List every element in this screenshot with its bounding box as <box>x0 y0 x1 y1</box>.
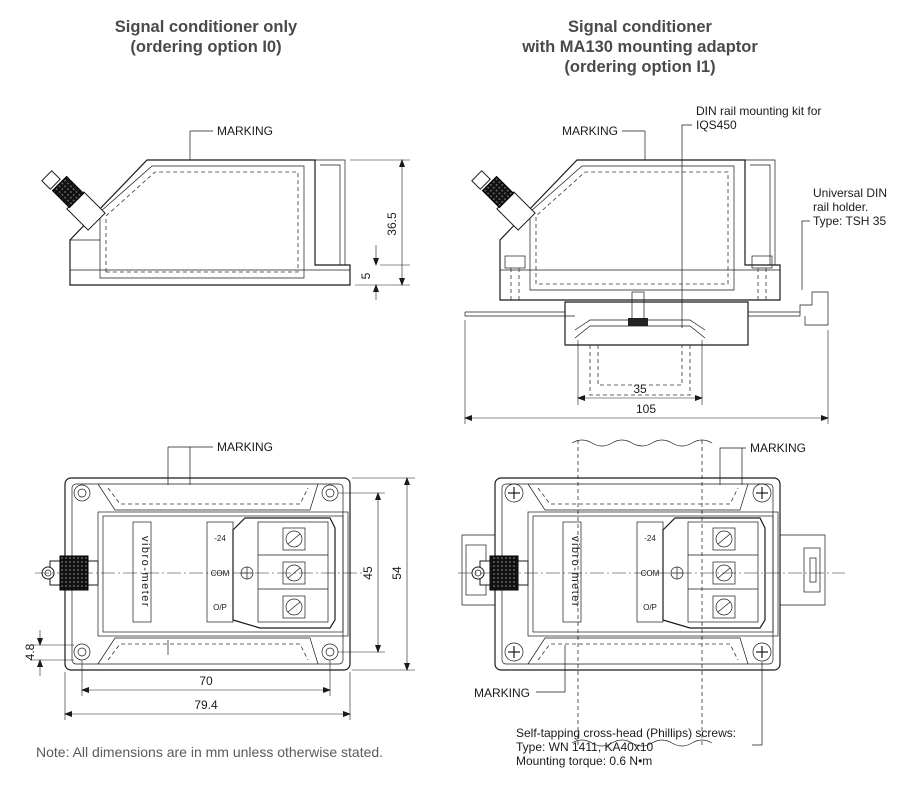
mount-hole-tl <box>73 484 91 502</box>
brand-label-left: vibro-meter <box>139 536 151 608</box>
mount-hole-br <box>321 643 339 661</box>
mount-hole-bl <box>73 643 91 661</box>
holder-label-line1: Universal DIN <box>813 186 887 200</box>
brand-label-right: vibro-meter <box>569 536 581 608</box>
left-title-line2: (ordering option I0) <box>130 38 281 56</box>
terminal-label-2: COM <box>211 569 230 578</box>
terminal-screw-1 <box>282 527 306 551</box>
terminal-screw-3 <box>282 595 306 619</box>
dim-rail: 35 <box>633 382 647 396</box>
marking-label-plan-left: MARKING <box>217 440 273 454</box>
marking-label-plan-bottom: MARKING <box>474 686 530 700</box>
dim-hole-offset: 4.8 <box>23 643 37 660</box>
side-view-with-adaptor: MARKING DIN rail mounting kit for IQS450… <box>464 104 887 424</box>
dim-width-v: 54 <box>390 566 404 580</box>
right-title-line2: with MA130 mounting adaptor <box>521 38 758 56</box>
right-title-line3: (ordering option I1) <box>564 58 715 76</box>
terminal-label-3: O/P <box>213 603 227 612</box>
plan-view-conditioner: MARKING vibro-meter -24 COM O/P <box>23 440 415 720</box>
adaptor-screw-right <box>751 255 773 302</box>
phillips-screw-bl <box>504 642 524 662</box>
holder-label-line2: rail holder. <box>813 200 868 214</box>
terminal-screw-1-adaptor <box>712 527 736 551</box>
side-view-conditioner: MARKING 36.5 5 <box>41 124 410 300</box>
marking-label-side: MARKING <box>217 124 273 138</box>
dim-height: 36.5 <box>385 212 399 236</box>
terminal-screw-3-adaptor <box>712 595 736 619</box>
adaptor-screw-left <box>504 255 526 302</box>
dim-length-h: 79.4 <box>194 698 218 712</box>
terminal-label-1: -24 <box>214 534 226 543</box>
terminal-label-3-adaptor: O/P <box>643 603 657 612</box>
din-kit-label-line2: IQS450 <box>696 118 737 132</box>
marking-label-plan-right: MARKING <box>750 441 806 455</box>
dim-hole-pitch-h: 70 <box>199 674 213 688</box>
phillips-screw-br <box>752 642 772 662</box>
din-kit-label-line1: DIN rail mounting kit for <box>696 104 821 118</box>
dimensions-note: Note: All dimensions are in mm unless ot… <box>36 744 383 760</box>
screws-label-line3: Mounting torque: 0.6 N•m <box>516 754 652 768</box>
marking-label-adaptor: MARKING <box>562 124 618 138</box>
terminal-label-2-adaptor: COM <box>641 569 660 578</box>
mount-hole-tr <box>321 484 339 502</box>
dim-hole-pitch-v: 45 <box>361 566 375 580</box>
screws-label-line1: Self-tapping cross-head (Phillips) screw… <box>516 726 736 740</box>
phillips-screw-tl <box>504 483 524 503</box>
dim-base: 5 <box>359 272 373 279</box>
screws-label-line2: Type: WN 1411, KA40x10 <box>516 740 654 754</box>
side-connector <box>41 170 106 231</box>
phillips-screw-tr <box>752 483 772 503</box>
terminal-label-1-adaptor: -24 <box>644 534 656 543</box>
left-title-line1: Signal conditioner only <box>115 18 298 36</box>
adaptor-connector <box>471 170 536 231</box>
right-title-line1: Signal conditioner <box>568 18 713 36</box>
dim-overall-length: 105 <box>636 402 656 416</box>
plan-view-with-adaptor: MARKING MARKING vibro-meter -24 COM O/P <box>458 439 845 768</box>
holder-label-line3: Type: TSH 35 <box>813 214 886 228</box>
